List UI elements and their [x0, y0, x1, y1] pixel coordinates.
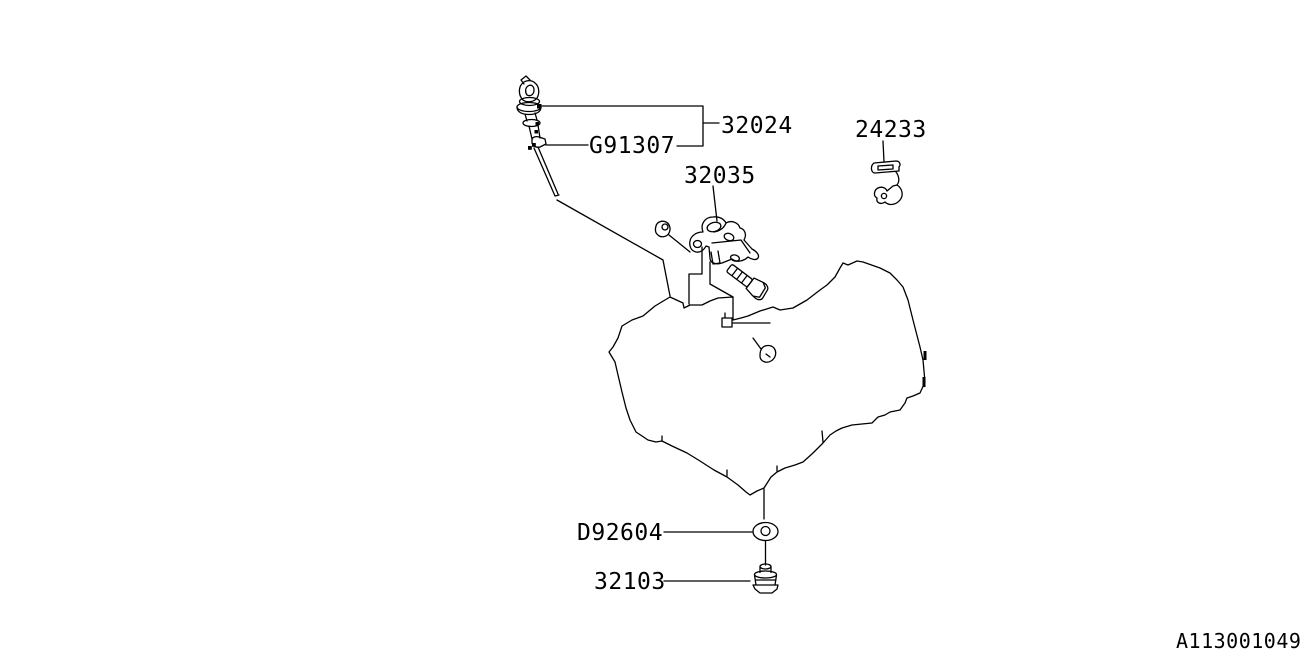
gasket-washer-drawing [752, 521, 779, 542]
leader-32035 [712, 185, 718, 222]
drawing-code: A113001049 [1176, 629, 1301, 653]
bracket-drawing [689, 216, 760, 265]
drain-plug-drawing [752, 563, 779, 594]
transmission-case-drawing [608, 246, 927, 496]
dipstick-guide-line [556, 199, 671, 297]
dipstick-drawing [516, 75, 560, 197]
bolt-drawing [726, 264, 769, 301]
drain-plug-assembly [752, 488, 779, 594]
gauge-clip-drawing [528, 143, 536, 150]
part-label-g91307: G91307 [589, 133, 675, 159]
part-label-d92604: D92604 [577, 520, 663, 546]
leader-nut [668, 234, 691, 253]
clip-bracket-drawing [870, 160, 903, 206]
leader-24233 [882, 140, 885, 163]
nut-drawing [654, 220, 671, 238]
part-label-32024: 32024 [721, 113, 793, 139]
part-label-24233: 24233 [855, 117, 927, 143]
part-label-32103: 32103 [594, 569, 666, 595]
part-label-32035: 32035 [684, 163, 756, 189]
leader-32024 [541, 105, 720, 147]
callout-leaders [541, 105, 885, 582]
leader-attach-dot [537, 104, 542, 109]
